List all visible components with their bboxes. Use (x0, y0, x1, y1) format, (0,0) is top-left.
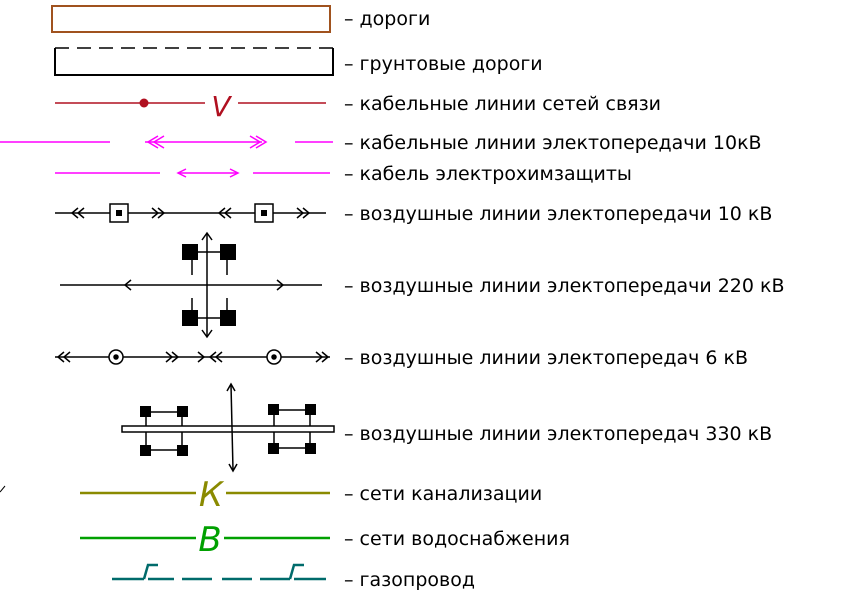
comm-cable-mark: V (211, 90, 232, 123)
symbol-dirt-road (54, 47, 334, 76)
legend-label-overhead-10kv: – воздушные линии электопередачи 10 кВ (344, 203, 772, 225)
legend-label-gas: – газопровод (344, 569, 475, 591)
legend-label-overhead-6kv: – воздушные линии электопередач 6 кВ (344, 347, 748, 369)
symbol-gas (112, 563, 326, 581)
symbol-overhead-330kv (121, 382, 335, 473)
legend-label-roads: – дороги (344, 8, 430, 30)
legend-label-sewer: – сети канализации (344, 483, 542, 505)
stray-tick (0, 485, 6, 493)
legend-label-overhead-330kv: – воздушные линии электопередач 330 кВ (344, 423, 772, 445)
legend-label-power-cable-10kv: – кабельные линии электопередачи 10кВ (344, 132, 762, 154)
legend-label-overhead-220kv: – воздушные линии электопередачи 220 кВ (344, 275, 785, 297)
symbol-overhead-10kv (55, 203, 326, 223)
legend-label-cathodic-cable: – кабель электрохимзащиты (344, 163, 632, 185)
symbol-overhead-6kv (55, 349, 330, 365)
legend-label-dirt-roads: – грунтовые дороги (344, 53, 543, 75)
symbol-road (51, 5, 331, 33)
symbol-power-cable-10kv (0, 135, 333, 149)
legend-label-comm-cable: – кабельные линии сетей связи (344, 93, 661, 115)
sewer-mark: К (199, 475, 225, 515)
legend-label-water: – сети водоснабжения (344, 528, 570, 550)
symbol-overhead-220kv (60, 231, 322, 339)
symbol-cathodic-cable (55, 168, 330, 178)
symbol-comm-cable (55, 98, 326, 108)
water-mark: В (198, 520, 221, 560)
